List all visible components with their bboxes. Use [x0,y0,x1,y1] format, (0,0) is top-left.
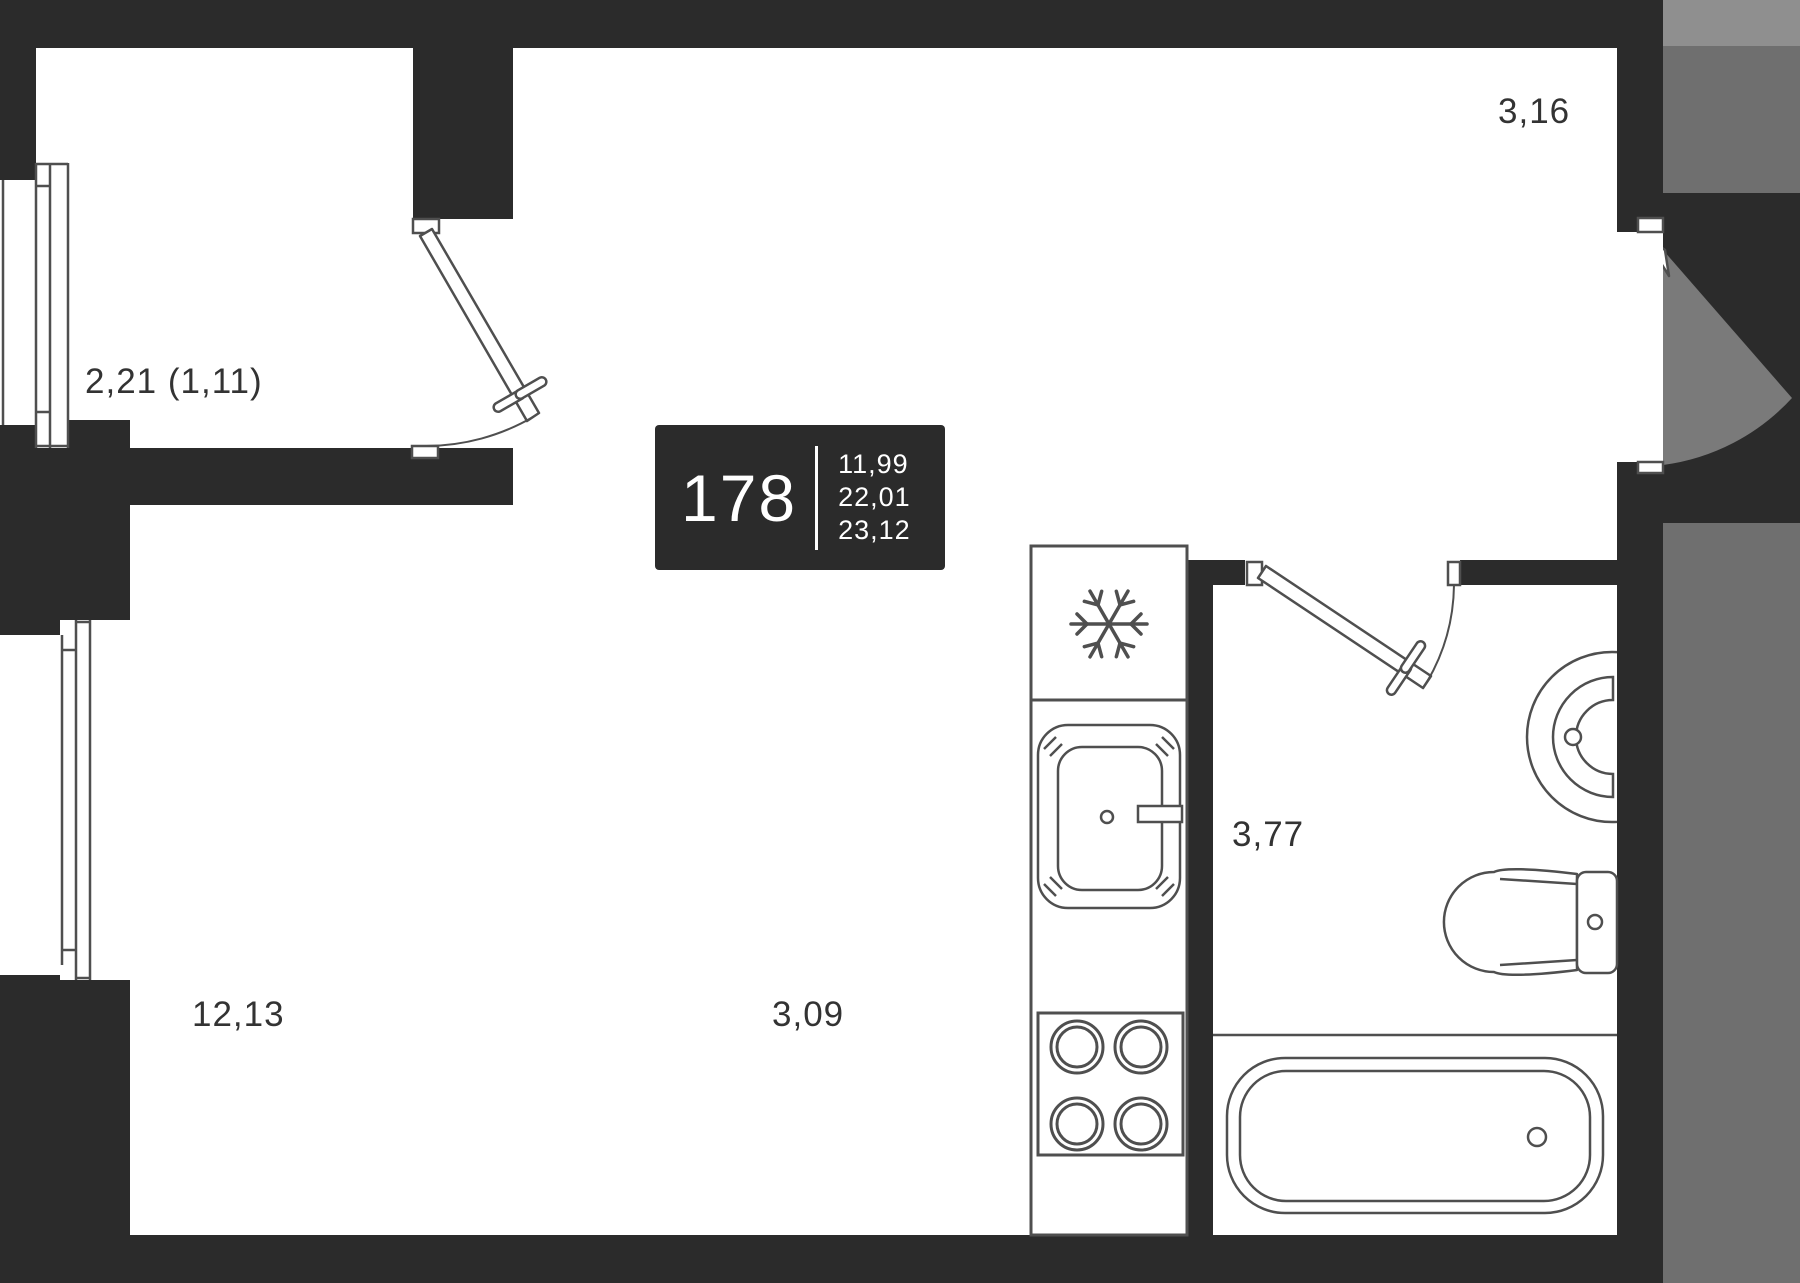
balcony-window [0,162,70,448]
washbasin-drain [1563,727,1583,747]
door-jamb [1636,216,1665,234]
toilet [1442,867,1619,977]
snowflake-icon [1069,589,1149,659]
unit-info-badge: 178 11,99 22,01 23,12 [655,425,945,570]
door-jamb [411,217,441,235]
unit-area-living: 11,99 [838,449,909,479]
exterior-area [1663,0,1800,1283]
room-label-hallway: 3,16 [1498,92,1571,131]
living-room-window [60,620,130,980]
unit-areas: 11,99 22,01 23,12 [838,448,911,547]
kitchen-sink [1036,723,1184,910]
unit-area-total: 23,12 [838,515,911,545]
door-handle [514,376,548,400]
balcony-door [410,217,548,460]
unit-number: 178 [681,460,798,535]
room-label-bathroom: 3,77 [1232,815,1305,854]
bathtub-drain [1526,1126,1548,1148]
washbasin [1525,650,1617,824]
bathroom-door [1245,560,1462,696]
unit-area-main: 22,01 [838,482,911,512]
door-jamb [1446,560,1462,587]
bathtub [1225,1056,1605,1215]
badge-divider [815,445,819,550]
room-label-kitchen-zone: 3,09 [772,995,845,1034]
entrance-opening [1617,216,1665,475]
door-swing-arc [425,416,534,447]
sink-tap [1136,804,1184,824]
bathroom-fixtures [1213,650,1619,1215]
door-swing-arc [1426,584,1455,683]
entrance-door-swing [1663,250,1792,465]
door-leaf [418,227,541,423]
toilet-button [1586,913,1604,931]
sink-drain [1099,809,1115,825]
room-label-balcony: 2,21 (1,11) [85,362,263,401]
door-jamb [1636,460,1665,475]
room-label-living-room: 12,13 [192,995,285,1034]
door-jamb [410,444,440,460]
door-handle [1399,640,1427,674]
kitchen-counter [1029,544,1189,1237]
stove [1036,1011,1185,1157]
sink-corner-hatches [1043,736,1175,897]
